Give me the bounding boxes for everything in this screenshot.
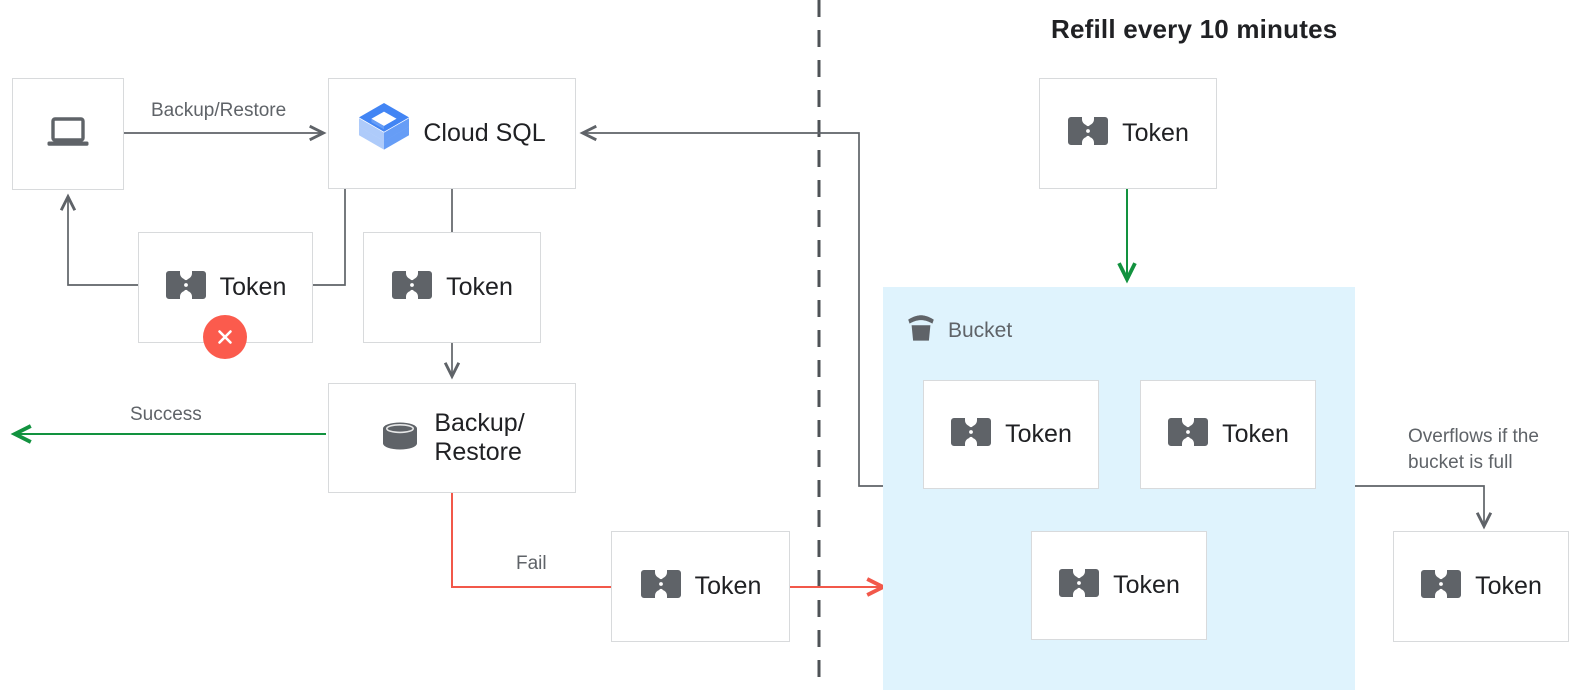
node-backup-restore[interactable]: Backup/ Restore (328, 383, 576, 493)
node-bucket-token-2[interactable]: Token (1140, 380, 1316, 489)
token-icon (1067, 114, 1109, 153)
node-bucket-token-3-label: Token (1113, 570, 1180, 599)
error-badge (203, 315, 247, 359)
node-bucket-token-2-label: Token (1222, 419, 1289, 448)
node-token-under-cloudsql[interactable]: Token (363, 232, 541, 343)
node-token-fail-path-label: Token (694, 571, 762, 600)
node-cloud-sql-label: Cloud SQL (423, 118, 546, 147)
node-bucket-token-3[interactable]: Token (1031, 531, 1207, 640)
node-token-fail-path[interactable]: Token (611, 531, 790, 642)
token-icon (1420, 567, 1462, 606)
token-icon (391, 268, 433, 307)
token-icon (950, 415, 992, 454)
page-title: Refill every 10 minutes (1051, 14, 1338, 44)
database-icon (379, 419, 421, 458)
node-token-overflow-label: Token (1475, 571, 1542, 600)
token-icon (640, 567, 682, 606)
edge-label-backup-restore: Backup/Restore (151, 100, 287, 121)
bucket-header: Bucket (905, 313, 1012, 348)
token-icon (1058, 566, 1100, 605)
token-icon (1167, 415, 1209, 454)
close-icon (218, 330, 232, 344)
edge-fail (451, 493, 611, 588)
token-icon (165, 268, 207, 307)
node-token-overflow[interactable]: Token (1393, 531, 1569, 642)
node-token-refill-label: Token (1122, 118, 1189, 147)
node-bucket-token-1[interactable]: Token (923, 380, 1099, 489)
node-token-under-cloudsql-label: Token (446, 272, 513, 301)
bucket-icon (905, 313, 937, 348)
edge-bucket-to-cloudsql (579, 124, 884, 487)
bucket-label: Bucket (948, 318, 1013, 342)
edge-overflow (1355, 485, 1493, 530)
edge-label-overflow: Overflows if the bucket is full (1408, 426, 1539, 473)
cloud-sql-icon (358, 101, 410, 166)
node-client[interactable] (12, 78, 124, 190)
edge-token-failed-to-client (59, 193, 138, 286)
node-backup-restore-label: Backup/ Restore (434, 408, 525, 467)
edge-label-fail: Fail (516, 553, 547, 574)
edge-label-success: Success (130, 404, 202, 425)
node-token-refill[interactable]: Token (1039, 78, 1217, 189)
edge-cloudsql-to-token-failed (313, 189, 346, 286)
laptop-icon (46, 115, 90, 154)
node-token-failed-label: Token (219, 272, 287, 301)
node-cloud-sql[interactable]: Cloud SQL (328, 78, 576, 189)
node-bucket-token-1-label: Token (1005, 419, 1072, 448)
